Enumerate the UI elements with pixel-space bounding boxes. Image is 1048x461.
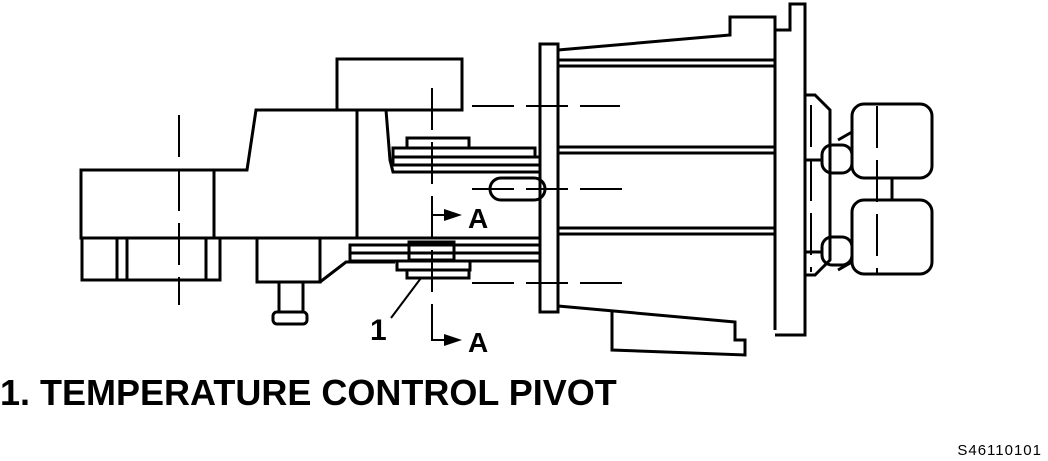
right-end-connectors	[805, 93, 934, 277]
lower-pivot-plates	[348, 240, 542, 280]
callout-leader	[390, 277, 422, 319]
section-marker-lower: A	[431, 327, 488, 358]
section-label-upper: A	[468, 203, 488, 234]
main-housing	[557, 2, 807, 357]
mounting-flange	[538, 42, 560, 314]
section-marker-upper: A	[431, 203, 488, 234]
section-label-lower: A	[468, 327, 488, 358]
lower-motor-block	[255, 236, 322, 326]
figure-id: S46110101	[957, 442, 1042, 459]
diagram-caption: 1. TEMPERATURE CONTROL PIVOT	[0, 372, 617, 413]
left-connector-housing	[79, 168, 222, 282]
callout-number: 1	[370, 314, 387, 347]
actuator-body	[212, 57, 540, 284]
upper-pivot-plates	[391, 136, 542, 167]
center-lines	[178, 88, 878, 330]
